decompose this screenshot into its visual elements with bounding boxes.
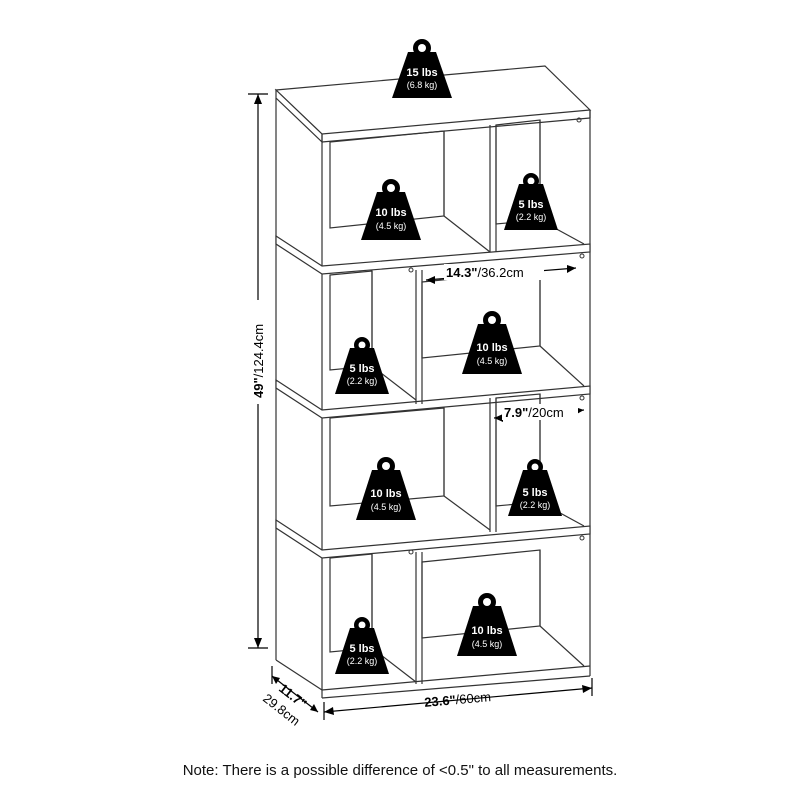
- weight-icon-row4-left: 5 lbs (2.2 kg): [335, 617, 389, 674]
- height-imperial: 49": [251, 377, 266, 398]
- svg-text:23.6"/60cm: 23.6"/60cm: [424, 689, 492, 710]
- measurement-note: Note: There is a possible difference of …: [182, 762, 618, 779]
- weight-row2-right-lbs: 10 lbs: [476, 342, 507, 354]
- weight-icon-row4-right: 10 lbs (4.5 kg): [457, 593, 517, 656]
- width-imperial: 23.6": [424, 692, 457, 710]
- svg-text:49"/124.4cm: 49"/124.4cm: [251, 324, 266, 398]
- weight-top-lbs: 15 lbs: [406, 67, 437, 79]
- narrow-cube-imperial: 7.9": [504, 405, 528, 420]
- width-dimension: 23.6"/60cm: [323, 678, 593, 720]
- weight-icon-row1-left: 10 lbs (4.5 kg): [361, 179, 421, 240]
- depth-dimension: 11.7" 29.8cm: [260, 666, 319, 729]
- height-dimension: 49"/124.4cm: [248, 93, 268, 649]
- weight-row1-right-lbs: 5 lbs: [518, 199, 543, 211]
- weight-row2-right-kg: (4.5 kg): [477, 356, 508, 366]
- weight-row1-left-lbs: 10 lbs: [375, 207, 406, 219]
- narrow-cube-metric: /20cm: [528, 405, 563, 420]
- weight-row3-right-kg: (2.2 kg): [520, 500, 551, 510]
- weight-row4-right-lbs: 10 lbs: [471, 625, 502, 637]
- weight-icon-row3-left: 10 lbs (4.5 kg): [356, 457, 416, 520]
- weight-row3-right-lbs: 5 lbs: [522, 487, 547, 499]
- wide-cube-metric: /36.2cm: [477, 265, 523, 280]
- weight-row1-left-kg: (4.5 kg): [376, 221, 407, 231]
- weight-row4-left-kg: (2.2 kg): [347, 656, 378, 666]
- weight-row1-right-kg: (2.2 kg): [516, 212, 547, 222]
- weight-icon-row2-left: 5 lbs (2.2 kg): [335, 337, 389, 394]
- weight-row4-left-lbs: 5 lbs: [349, 643, 374, 655]
- wide-cube-imperial: 14.3": [446, 265, 477, 280]
- weight-row4-right-kg: (4.5 kg): [472, 639, 503, 649]
- weight-icon-row2-right: 10 lbs (4.5 kg): [462, 311, 522, 374]
- weight-row3-left-lbs: 10 lbs: [370, 488, 401, 500]
- width-metric: /60cm: [455, 689, 492, 707]
- weight-top-kg: (6.8 kg): [407, 80, 438, 90]
- height-metric: /124.4cm: [251, 324, 266, 377]
- weight-icon-row3-right: 5 lbs (2.2 kg): [508, 459, 562, 516]
- weight-icon-row1-right: 5 lbs (2.2 kg): [504, 173, 558, 230]
- narrow-cube-dimension: 7.9"/20cm: [493, 404, 585, 422]
- weight-row2-left-kg: (2.2 kg): [347, 376, 378, 386]
- svg-text:7.9"/20cm: 7.9"/20cm: [504, 405, 564, 420]
- svg-text:14.3"/36.2cm: 14.3"/36.2cm: [446, 265, 524, 280]
- weight-icon-top: 15 lbs (6.8 kg): [392, 39, 452, 98]
- weight-row3-left-kg: (4.5 kg): [371, 502, 402, 512]
- weight-row2-left-lbs: 5 lbs: [349, 363, 374, 375]
- wide-cube-dimension: 14.3"/36.2cm: [425, 264, 577, 284]
- bookshelf-outline: [274, 65, 592, 699]
